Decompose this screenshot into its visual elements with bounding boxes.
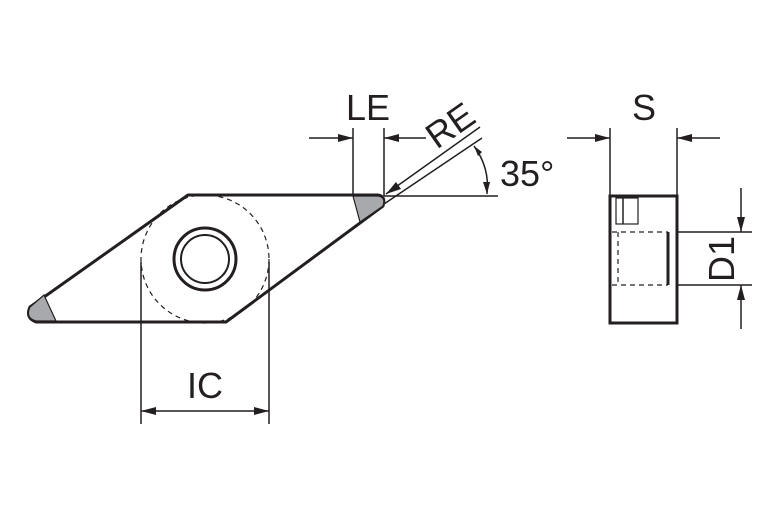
center-hole-inner [180,234,230,284]
le-arrow-left [338,134,353,142]
s-arrow-right [677,134,692,142]
re-label: RE [418,94,482,156]
ic-label: IC [187,365,223,406]
s-label: S [632,87,656,128]
s-arrow-left [595,134,610,142]
insert-side-view [608,194,679,325]
angle-arrow-bottom [483,182,490,194]
re-leader-line [385,126,481,195]
cutting-tip-right [352,195,385,223]
le-label: LE [346,87,390,128]
angle-dimension: 35° [383,137,554,205]
side-view-chipbreaker [615,197,639,225]
insert-front-view [27,193,386,324]
insert-outline [27,193,386,324]
inscribed-circle [140,194,270,324]
le-arrow-right [384,134,399,142]
ic-arrow-left [141,407,156,415]
d1-arrow-top [737,217,745,232]
angle-edge-line [383,137,483,205]
le-dimension: LE [309,87,426,196]
re-leader: RE [385,94,482,195]
s-dimension: S [567,87,720,196]
center-hole-outer [172,226,238,292]
angle-label: 35° [500,153,554,194]
d1-dimension: D1 [678,188,752,329]
d1-arrow-bottom [737,285,745,300]
re-arrow [386,182,401,194]
angle-arrow-top [474,146,482,156]
d1-label: D1 [701,236,742,282]
cutting-tip-left [27,294,57,322]
side-view-outline [608,194,679,325]
ic-arrow-right [254,407,269,415]
ic-dimension: IC [140,262,270,424]
